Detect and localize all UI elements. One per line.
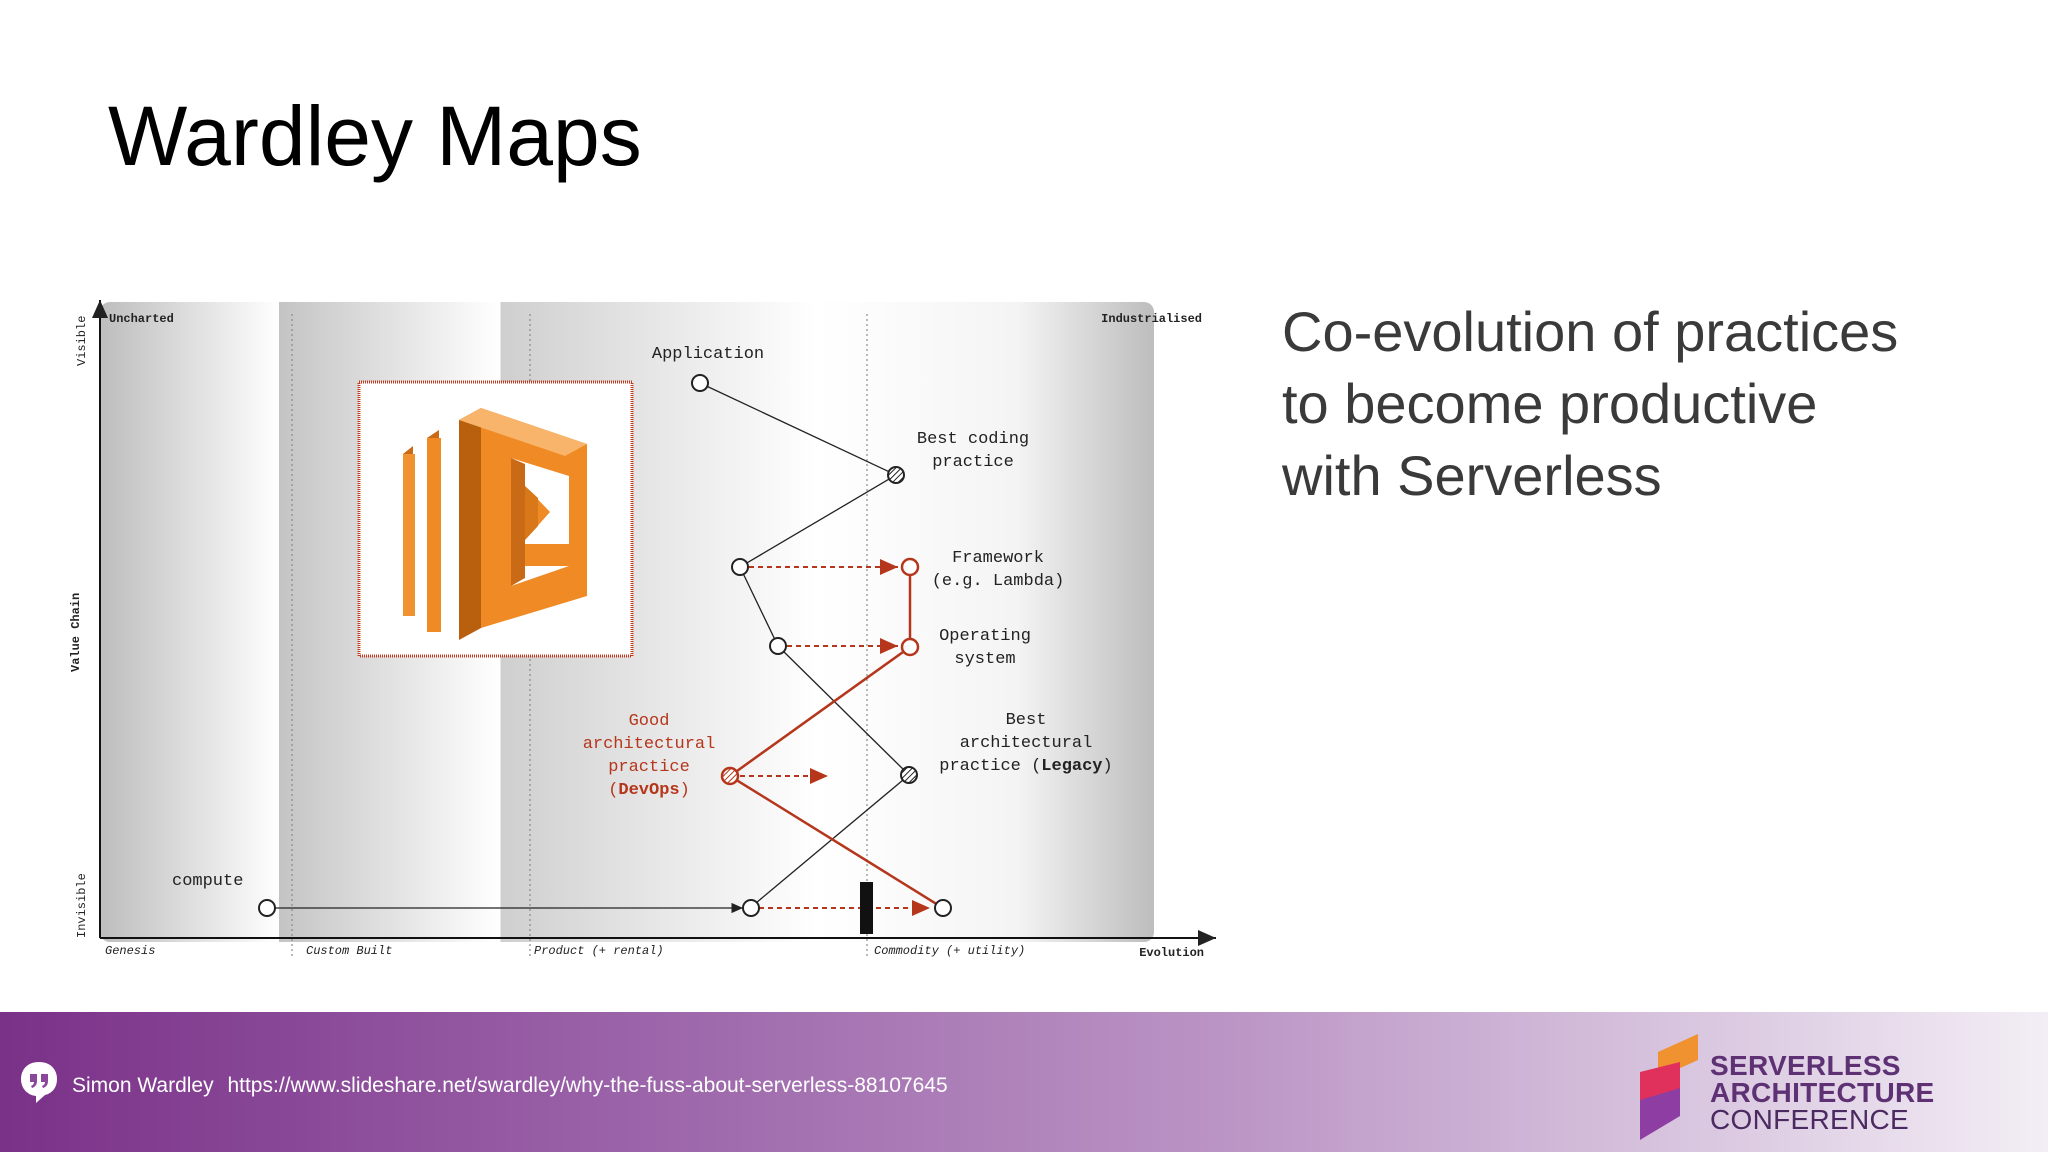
label-best-coding-2: practice	[932, 453, 1014, 472]
footer-bar: Simon Wardley https://www.slideshare.net…	[0, 1012, 2048, 1152]
red-link-devops-compute	[729, 774, 944, 910]
x-label-evolution: Evolution	[1139, 946, 1204, 960]
label-application: Application	[652, 345, 764, 364]
node-best-coding	[887, 466, 905, 484]
node-os-old	[769, 637, 787, 655]
label-good-arch-4: (DevOps)	[608, 781, 690, 800]
wardley-map: Visible Value Chain Invisible Uncharted …	[60, 296, 1220, 968]
node-best-arch	[900, 766, 918, 784]
slide-title: Wardley Maps	[108, 89, 642, 183]
logo-line-3: CONFERENCE	[1710, 1104, 1910, 1135]
stage-genesis: Genesis	[105, 944, 155, 958]
node-framework-new	[900, 557, 920, 577]
label-compute: compute	[172, 872, 243, 891]
slide-subtitle: Co-evolution of practices to become prod…	[1282, 296, 2002, 512]
footer-author: Simon Wardley	[72, 1074, 214, 1097]
link-bestarch-compute	[749, 774, 910, 909]
label-industrialised: Industrialised	[1101, 312, 1202, 326]
conference-logo-text: SERVERLESS ARCHITECTURE CONFERENCE	[1710, 1050, 1935, 1135]
red-link-os-devops	[729, 645, 911, 778]
conference-logo: SERVERLESS ARCHITECTURE CONFERENCE	[1636, 1026, 1996, 1142]
node-good-arch	[720, 766, 740, 786]
subtitle-line-1: Co-evolution of practices	[1282, 300, 1899, 363]
label-best-coding-1: Best coding	[917, 430, 1029, 449]
label-os-1: Operating	[939, 627, 1031, 646]
label-os-2: system	[954, 650, 1015, 669]
label-good-arch-2: architectural	[583, 735, 716, 754]
label-uncharted: Uncharted	[109, 312, 174, 326]
stage-product: Product (+ rental)	[534, 944, 664, 958]
label-good-arch-3: practice	[608, 758, 690, 777]
subtitle-line-2: to become productive	[1282, 372, 1818, 435]
link-os-bestarch	[777, 645, 910, 776]
subtitle-line-3: with Serverless	[1282, 444, 1662, 507]
node-os-new	[900, 637, 920, 657]
node-compute-product	[742, 899, 760, 917]
logo-line-2: ARCHITECTURE	[1710, 1077, 1935, 1108]
node-framework-old	[731, 558, 749, 576]
footer-url[interactable]: https://www.slideshare.net/swardley/why-…	[227, 1074, 948, 1097]
logo-line-1: SERVERLESS	[1710, 1050, 1901, 1081]
label-best-arch-3: practice (Legacy)	[939, 757, 1112, 776]
y-label-value-chain: Value Chain	[69, 593, 83, 672]
label-framework-1: Framework	[952, 549, 1044, 568]
aws-lambda-icon	[403, 408, 587, 640]
link-framework-os	[739, 566, 779, 647]
link-coding-framework	[739, 474, 897, 568]
node-compute-genesis	[258, 899, 276, 917]
inertia-bar	[860, 882, 873, 934]
stage-custom-built: Custom Built	[306, 944, 392, 958]
wardley-map-diagram: Visible Value Chain Invisible Uncharted …	[69, 300, 1216, 960]
footer-credit: Simon Wardley https://www.slideshare.net…	[72, 1074, 956, 1098]
label-best-arch-1: Best	[1006, 711, 1047, 730]
label-framework-2: (e.g. Lambda)	[932, 572, 1065, 591]
quote-bubble-icon	[21, 1062, 57, 1103]
label-good-arch-1: Good	[629, 712, 670, 731]
y-label-visible: Visible	[75, 316, 89, 366]
node-application	[691, 374, 709, 392]
label-best-arch-2: architectural	[960, 734, 1093, 753]
node-compute-commodity	[934, 899, 952, 917]
y-label-invisible: Invisible	[75, 873, 89, 938]
stage-commodity: Commodity (+ utility)	[874, 944, 1025, 958]
conference-logo-icon	[1640, 1034, 1698, 1140]
link-application-coding	[699, 382, 897, 476]
